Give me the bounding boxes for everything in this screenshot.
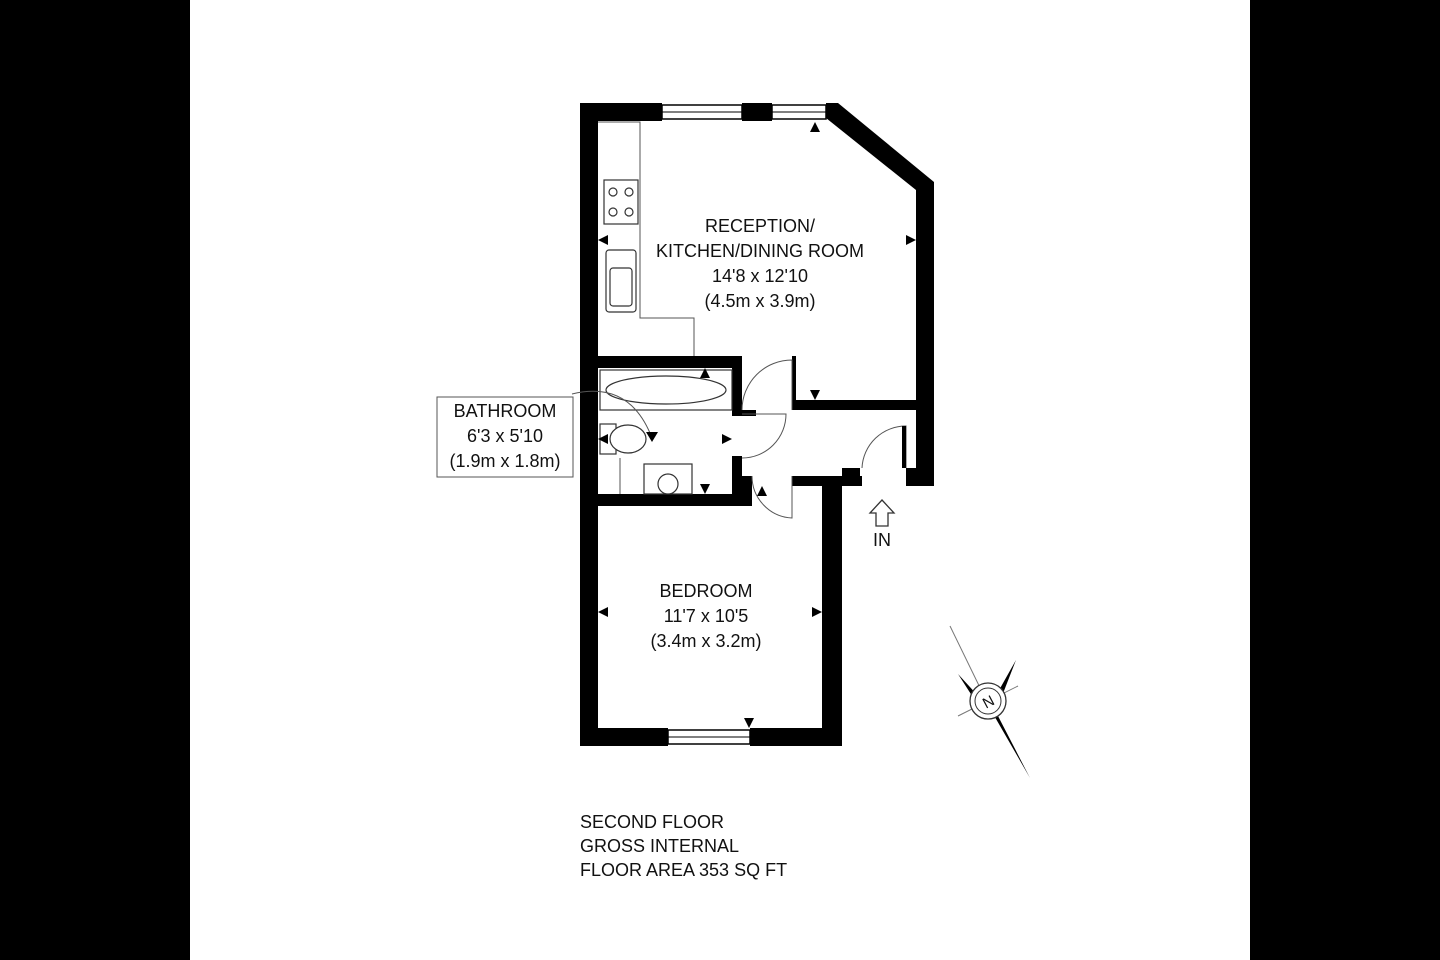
left-frame-bar [0,0,190,960]
entrance-marker: IN [868,499,896,550]
wall-bottom-a [580,728,668,746]
bedroom-size-metric: (3.4m x 3.2m) [650,631,761,651]
walls [580,103,934,746]
area-label-line2: FLOOR AREA 353 SQ FT [580,860,787,880]
floor-name: SECOND FLOOR [580,812,724,832]
wall-top-b [742,103,772,121]
kitchen-counter [598,121,695,356]
wall-hall-corner [906,468,934,486]
bathroom-label-leader [571,390,653,439]
hob-icon [603,179,639,225]
bathroom-name: BATHROOM [454,401,557,421]
wall-reception-door-stub [792,356,796,410]
wall-bedroom-right [822,476,842,746]
wall-right-hall [916,404,934,486]
wall-bath-door-jamb [732,410,756,416]
bedroom-size-imperial: 11'7 x 10'5 [664,606,749,626]
wall-reception-hall [795,400,934,410]
bedroom-name: BEDROOM [659,581,752,601]
room-label-bedroom: BEDROOM 11'7 x 10'5 (3.4m x 3.2m) [650,581,761,651]
wall-bath-bottom [580,494,742,506]
reception-name-line2: KITCHEN/DINING ROOM [656,241,864,261]
bathroom-size-metric: (1.9m x 1.8m) [449,451,560,471]
right-frame-bar [1250,0,1440,960]
windows [661,104,827,745]
reception-size-imperial: 14'8 x 12'10 [712,266,808,286]
room-label-bathroom: BATHROOM 6'3 x 5'10 (1.9m x 1.8m) [436,396,574,478]
wall-top-a [580,103,662,121]
wall-bath-right-top [732,356,742,414]
room-label-reception: RECEPTION/ KITCHEN/DINING ROOM 14'8 x 12… [656,216,864,311]
wall-right-reception [916,182,934,410]
wall-left [580,103,598,746]
entrance-arrow-icon [868,499,896,527]
entrance-door-swing [861,425,907,469]
doors [741,359,907,519]
wall-angled [826,103,934,200]
bathroom-size-imperial: 6'3 x 5'10 [467,426,543,446]
bathroom-door-swing [741,413,787,459]
kitchen-fixtures [598,121,695,356]
wall-bed-door-left [732,476,752,506]
toilet-icon [609,424,647,454]
floor-info: SECOND FLOOR GROSS INTERNAL FLOOR AREA 3… [580,812,787,880]
bathroom-label-box [436,396,574,478]
bedroom-door-swing [751,475,793,519]
reception-size-metric: (4.5m x 3.9m) [704,291,815,311]
area-label-line1: GROSS INTERNAL [580,836,739,856]
entrance-label: IN [873,530,891,550]
compass: N [949,625,1030,778]
bathroom-fixtures [571,369,733,495]
floor-plan-sheet [190,0,1250,960]
reception-name-line1: RECEPTION/ [705,216,815,236]
wall-bottom-b [750,728,842,746]
wall-bath-top [580,356,742,368]
dimension-arrows [598,122,916,728]
reception-door-swing [741,359,793,411]
